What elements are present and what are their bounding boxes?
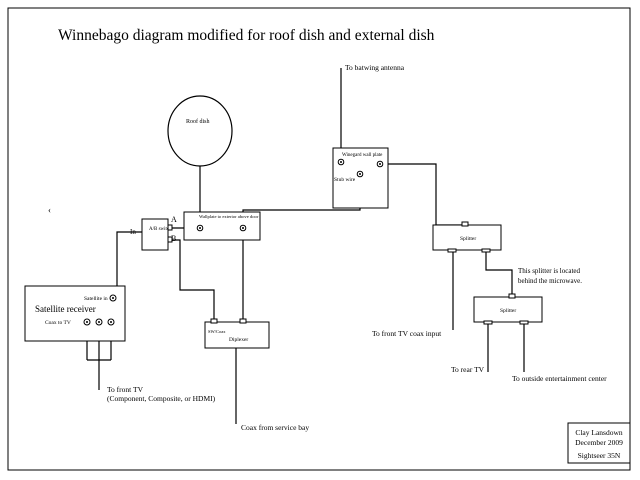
signature-box [567, 422, 631, 464]
coax-service-bay-label: Coax from service bay [241, 423, 309, 432]
receiver-out-port-1-center [86, 321, 88, 323]
exterior-port-right-center [242, 227, 244, 229]
wallplate-exterior [183, 211, 261, 241]
splitter-top-out-2 [481, 248, 491, 253]
ab-switch [141, 218, 169, 251]
to-front-tv-label-1: To front TV [107, 385, 144, 394]
to-rear-tv-label: To rear TV [451, 365, 485, 374]
splitter-note-line1: This splitter is located [518, 267, 581, 275]
satellite-receiver [24, 285, 126, 342]
roof-dish-label: Roof dish [186, 118, 210, 125]
wall-plate-port-antenna-center [340, 161, 342, 163]
splitter-note-line2: behind the microwave. [518, 277, 582, 285]
wallplate-exterior-label: Wallplate to exterior above door [199, 214, 259, 219]
ab-switch-port-a [167, 224, 173, 231]
stub-wire-label: Stub wire [334, 177, 356, 183]
signature-date: December 2009 [575, 438, 623, 447]
receiver-out-port-2-center [98, 321, 100, 323]
wire-switch-b-to-diplexer [172, 239, 215, 322]
splitter-bottom-out-2 [519, 320, 529, 325]
ab-switch-port-b [167, 236, 173, 243]
splitter-bottom-label: Splitter [500, 308, 516, 314]
port-in-label: In [130, 228, 136, 236]
splitter-bottom [473, 296, 543, 323]
page-border [7, 7, 631, 471]
splitter-top-label: Splitter [460, 236, 476, 242]
splitter-top-input [461, 221, 469, 227]
wire-wallplate-to-splitter [380, 163, 465, 226]
exterior-port-left-center [199, 227, 201, 229]
to-front-tv-label-2: (Component, Composite, or HDMI) [107, 394, 216, 403]
coax-to-tv-label: Coax to TV [45, 320, 71, 326]
receiver-out-port-3-center [110, 321, 112, 323]
wall-plate-label: Winegard wall plate [342, 153, 383, 158]
diplexer-left-label: SW/Coax [208, 329, 226, 334]
signature-model: Sightseer 35N [578, 451, 621, 460]
ab-switch-label: A/B switch [149, 227, 172, 232]
roof-dish [167, 95, 233, 167]
splitter-bottom-out-1 [483, 320, 493, 325]
satellite-receiver-label: Satellite receiver [35, 304, 96, 314]
stray-mark: ‹ [48, 205, 51, 215]
to-front-tv-coax-label: To front TV coax input [372, 329, 442, 338]
diplexer-port-left [210, 318, 218, 324]
stub-wire-port-center [359, 173, 361, 175]
wire-splitter-to-splitter [485, 250, 513, 297]
wire-switch-in-to-receiver [116, 231, 142, 297]
to-outside-ent-label: To outside entertainment center [512, 374, 607, 383]
to-batwing-label: To batwing antenna [345, 63, 405, 72]
satellite-in-label: Satellite in [84, 296, 108, 302]
diplexer [204, 321, 270, 349]
signature-name: Clay Lansdown [575, 428, 623, 437]
diplexer-label: Diplexer [229, 337, 248, 343]
port-b-label: B [171, 234, 176, 243]
winegard-wall-plate [332, 147, 389, 209]
splitter-bottom-input [508, 293, 516, 299]
diagram-title: Winnebago diagram modified for roof dish… [58, 27, 435, 44]
diplexer-port-right [239, 318, 247, 324]
port-a-label: A [171, 215, 177, 224]
satellite-in-port-center [112, 297, 114, 299]
splitter-top-out-1 [447, 248, 457, 253]
wall-plate-port-out-center [379, 163, 381, 165]
